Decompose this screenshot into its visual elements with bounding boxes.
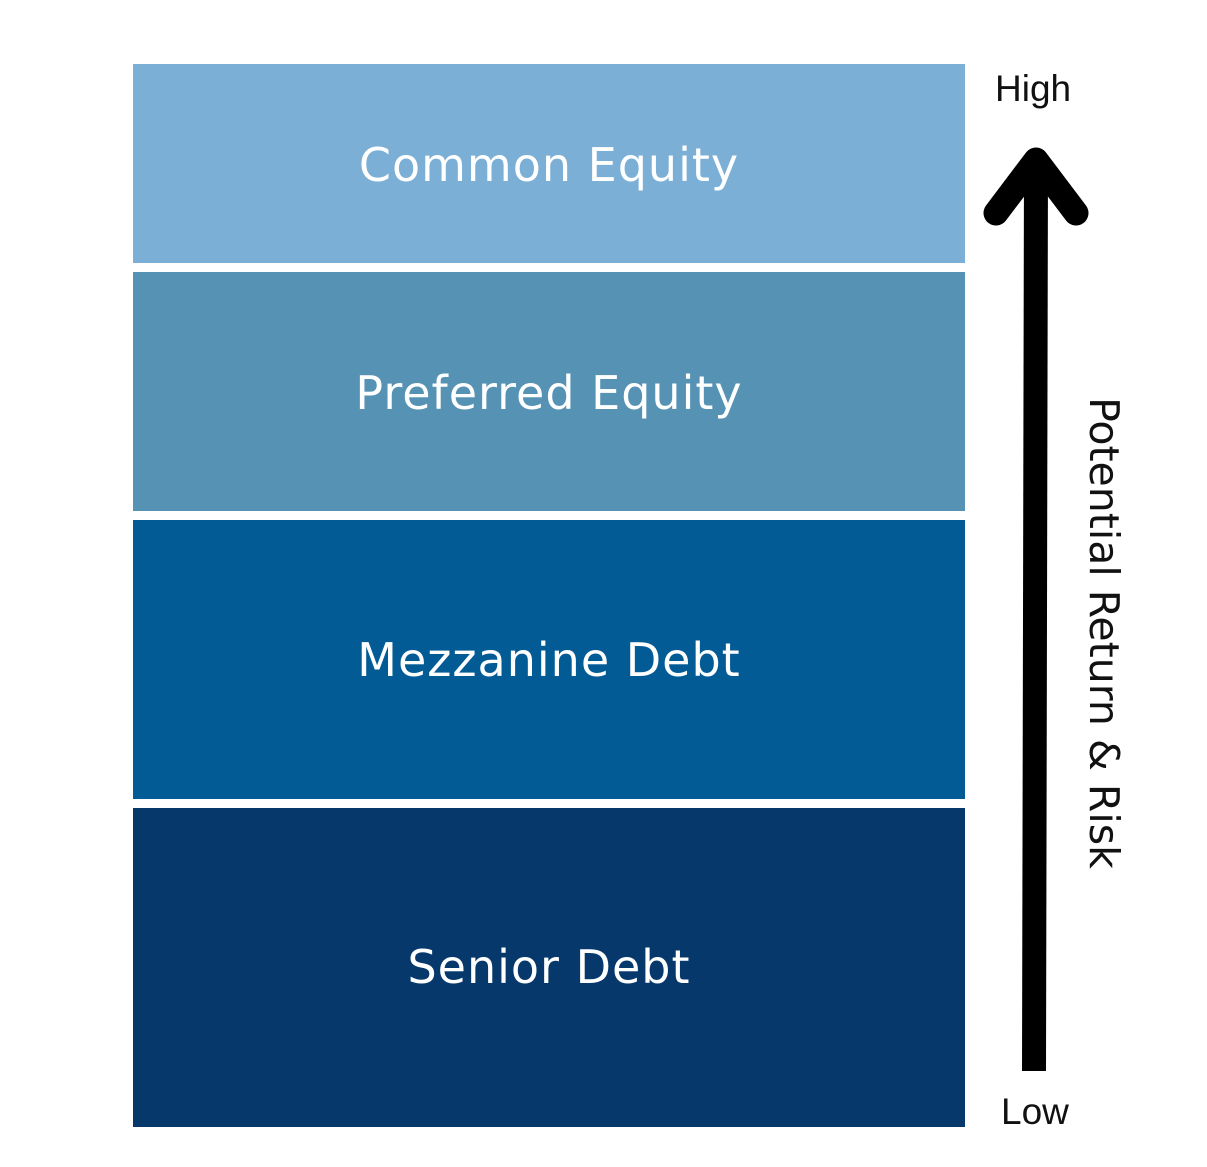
layer-label: Preferred Equity [355,365,743,420]
layer-mezzanine-debt: Mezzanine Debt [133,520,965,799]
axis-title: Potential Return & Risk [1080,397,1128,869]
layer-label: Senior Debt [407,939,691,994]
layer-preferred-equity: Preferred Equity [133,272,965,511]
axis-high-label: High [995,68,1072,109]
arrow-shaft [1022,157,1048,1072]
layer-senior-debt: Senior Debt [133,808,965,1127]
layer-label: Common Equity [358,137,740,192]
layer-label: Mezzanine Debt [357,632,741,687]
axis-low-label: Low [1001,1091,1069,1132]
arrow-head [983,147,1089,226]
arrow-up-icon [983,147,1089,1072]
layer-common-equity: Common Equity [133,64,965,263]
